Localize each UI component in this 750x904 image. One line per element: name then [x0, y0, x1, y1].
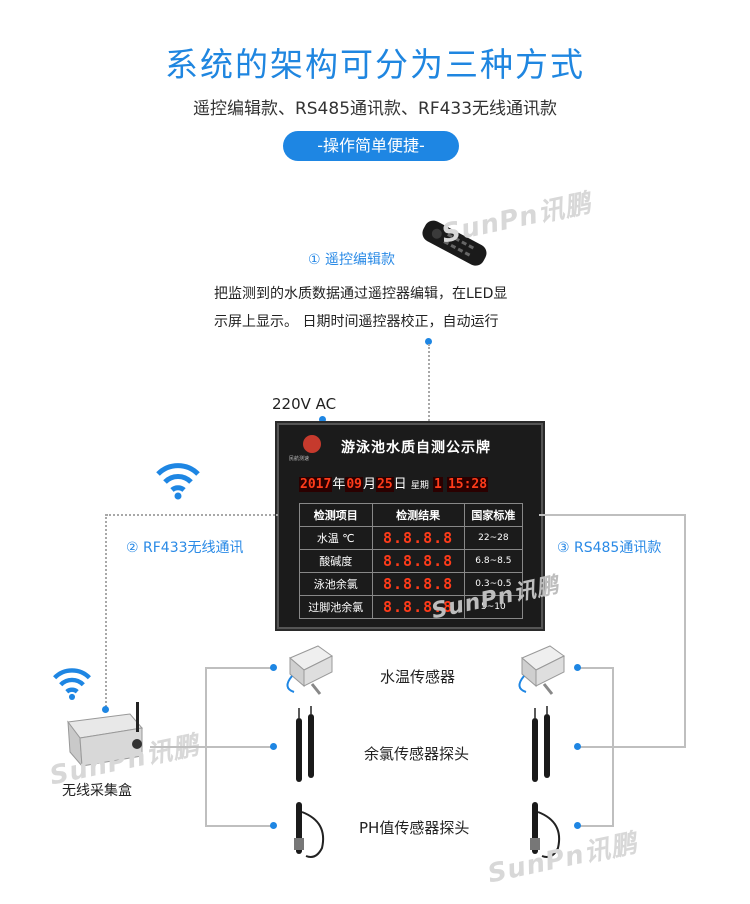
feature-pill: -操作简单便捷-	[283, 131, 459, 161]
left-bus	[150, 746, 206, 748]
watermark: SunPn讯鹏	[439, 188, 595, 250]
power-dot	[319, 416, 326, 423]
page-subtitle: 遥控编辑款、RS485通讯款、RF433无线通讯款	[192, 99, 558, 119]
remote-desc-line1: 把监测到的水质数据通过遥控器编辑，在LED显	[214, 286, 508, 302]
sensor-dot	[574, 664, 581, 671]
led-year: 2017	[299, 477, 333, 492]
remote-control-icon	[414, 214, 494, 274]
wifi-icon	[155, 460, 201, 500]
sensor-dot	[270, 743, 277, 750]
power-label: 220V AC	[272, 395, 337, 413]
sensor-dot	[270, 664, 277, 671]
sensor-dot	[574, 743, 581, 750]
water-quality-table: 检测项目 检测结果 国家标准 水温 ℃ 8.8.8.8 22~28 酸碱度 8.…	[299, 503, 524, 619]
rs485-connector	[684, 514, 686, 746]
chlorine-probe-icon	[290, 706, 320, 786]
rs485-connector	[539, 514, 685, 516]
right-bus	[578, 746, 686, 748]
sensor-label-ph: PH值传感器探头	[359, 819, 470, 837]
table-row: 泳池余氯 8.8.8.8 0.3~0.5	[299, 572, 524, 596]
row-standard: 0.3~0.5	[463, 572, 524, 596]
row-item: 泳池余氯	[299, 572, 373, 596]
connector-dot	[425, 338, 432, 345]
chlorine-probe-icon	[526, 706, 556, 786]
sensor-dot	[574, 822, 581, 829]
row-result: 8.8.8.8	[371, 595, 465, 619]
board-title: 游泳池水质自测公示牌	[341, 440, 491, 456]
month-unit: 月	[362, 477, 376, 492]
sensor-label-temperature: 水温传感器	[380, 668, 456, 686]
row-standard: 6.8~8.5	[463, 549, 524, 573]
collector-box-icon	[60, 700, 155, 772]
table-row: 水温 ℃ 8.8.8.8 22~28	[299, 526, 524, 550]
rf433-label: ② RF433无线通讯	[126, 540, 244, 556]
row-result: 8.8.8.8	[371, 549, 465, 573]
table-header: 国家标准	[463, 503, 524, 527]
board-date-row: 2017年09月25日 星期 1 15:28	[299, 473, 489, 492]
table-header: 检测项目	[299, 503, 373, 527]
board-logo-icon	[303, 435, 321, 453]
board-logo-text: 民航测速	[289, 456, 310, 462]
row-standard: 22~28	[463, 526, 524, 550]
left-bus	[205, 825, 273, 827]
rf-connector	[106, 514, 278, 516]
temperature-sensor-icon	[282, 636, 338, 696]
row-result: 8.8.8.8	[371, 572, 465, 596]
right-bus	[578, 667, 614, 669]
row-result: 8.8.8.8	[371, 526, 465, 550]
led-time: 15:28	[446, 477, 489, 492]
left-bus	[205, 746, 273, 748]
led-weekday: 1	[432, 477, 443, 492]
sensor-label-chlorine: 余氯传感器探头	[364, 745, 470, 763]
rf-connector	[105, 514, 107, 710]
weekday-label: 星期	[410, 481, 429, 491]
row-standard: 5~10	[463, 595, 524, 619]
rs485-label: ③ RS485通讯款	[557, 540, 662, 556]
led-day: 25	[376, 477, 394, 492]
table-header-row: 检测项目 检测结果 国家标准	[299, 503, 524, 527]
remote-mode-label: ① 遥控编辑款	[308, 252, 396, 268]
table-row: 过脚池余氯 8.8.8.8 5~10	[299, 595, 524, 619]
remote-connector	[428, 344, 430, 424]
day-unit: 日	[393, 477, 407, 492]
temperature-sensor-icon	[514, 636, 570, 696]
left-bus	[205, 667, 273, 669]
collector-label: 无线采集盒	[62, 783, 132, 799]
page-title: 系统的架构可分为三种方式	[165, 45, 585, 84]
table-row: 酸碱度 8.8.8.8 6.8~8.5	[299, 549, 524, 573]
year-unit: 年	[332, 477, 346, 492]
row-item: 水温 ℃	[299, 526, 373, 550]
right-bus	[578, 825, 614, 827]
sensor-dot	[270, 822, 277, 829]
table-header: 检测结果	[371, 503, 465, 527]
led-display-board: 民航测速 游泳池水质自测公示牌 2017年09月25日 星期 1 15:28 检…	[277, 423, 543, 629]
ph-probe-icon	[518, 798, 568, 864]
row-item: 过脚池余氯	[299, 595, 373, 619]
wifi-icon	[52, 665, 92, 701]
collector-dot	[102, 706, 109, 713]
ph-probe-icon	[282, 798, 332, 864]
led-month: 09	[345, 477, 363, 492]
row-item: 酸碱度	[299, 549, 373, 573]
remote-desc-line2: 示屏上显示。 日期时间遥控器校正，自动运行	[214, 314, 499, 330]
